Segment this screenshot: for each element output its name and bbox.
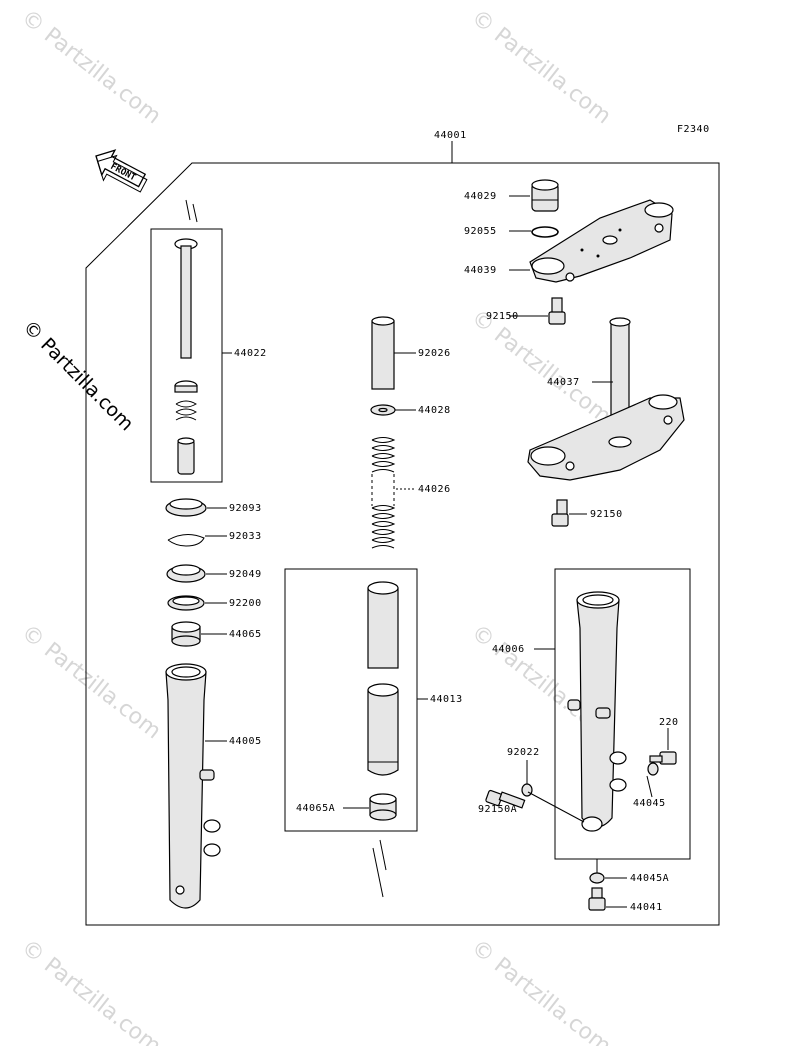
part-220-screw [649, 751, 677, 765]
label-92200: 92200 [229, 598, 262, 609]
label-92150-mid: 92150 [590, 509, 623, 520]
label-92049: 92049 [229, 569, 262, 580]
part-44045A-washer [589, 872, 605, 884]
watermark-tile: © Partzilla.com [16, 935, 165, 1046]
group-44013-box [284, 568, 418, 832]
part-44045-washer [647, 762, 659, 776]
part-92055-o-ring [531, 226, 559, 238]
label-92093: 92093 [229, 503, 262, 514]
part-44022-damper-rod [174, 238, 198, 475]
part-92150-bolt-top [548, 297, 566, 325]
front-arrow-icon: FRONT [95, 149, 148, 193]
label-44041: 44041 [630, 902, 663, 913]
part-92026-spacer [371, 316, 395, 390]
part-92033-circlip [167, 534, 205, 547]
label-92150A: 92150A [478, 804, 517, 815]
part-44026-spring [371, 437, 396, 549]
label-44001: 44001 [434, 130, 467, 141]
part-44013-inner-tube [367, 581, 399, 776]
watermark-tile: © Partzilla.com [466, 305, 615, 429]
part-92150-bolt-mid [551, 499, 569, 527]
watermark-tile: © Partzilla.com [466, 935, 615, 1046]
label-220: 220 [659, 717, 679, 728]
assembly-frame [85, 162, 720, 926]
label-92055: 92055 [464, 226, 497, 237]
part-92049-oil-seal [166, 564, 206, 583]
label-44028: 44028 [418, 405, 451, 416]
label-92150-top: 92150 [486, 311, 519, 322]
label-44045A: 44045A [630, 873, 669, 884]
part-44029-cap [531, 179, 559, 212]
label-44037: 44037 [547, 377, 580, 388]
label-44065: 44065 [229, 629, 262, 640]
watermark-tile: © Partzilla.com [16, 5, 165, 129]
label-44013: 44013 [430, 694, 463, 705]
label-92033: 92033 [229, 531, 262, 542]
label-44006: 44006 [492, 644, 525, 655]
part-92200-washer [167, 595, 205, 611]
figure-code: F2340 [677, 124, 710, 135]
part-44006-outer-tube-right [567, 591, 627, 832]
part-92150A-bolt [485, 789, 526, 809]
group-44006-box [554, 568, 691, 860]
label-44005: 44005 [229, 736, 262, 747]
part-92093-dust-seal [165, 498, 207, 517]
part-44065A-bushing [369, 793, 397, 821]
label-44026: 44026 [418, 484, 451, 495]
label-44065A: 44065A [296, 803, 335, 814]
watermark-side: © Partzilla.com [18, 316, 137, 435]
label-92026: 92026 [418, 348, 451, 359]
label-44029: 44029 [464, 191, 497, 202]
watermark-tile: © Partzilla.com [16, 620, 165, 744]
group-44022-box [150, 228, 223, 483]
part-44028-washer [370, 404, 396, 416]
watermark-tile: © Partzilla.com [466, 5, 615, 129]
label-92022: 92022 [507, 747, 540, 758]
part-44039-upper-bracket [529, 199, 674, 283]
part-44005-outer-tube-left [165, 663, 221, 909]
label-44045: 44045 [633, 798, 666, 809]
part-44065-bushing [171, 621, 201, 647]
part-92022-washer [521, 783, 533, 797]
label-44039: 44039 [464, 265, 497, 276]
part-44041-bolt [588, 887, 606, 911]
part-44037-steering-stem [527, 317, 685, 481]
label-44022: 44022 [234, 348, 267, 359]
